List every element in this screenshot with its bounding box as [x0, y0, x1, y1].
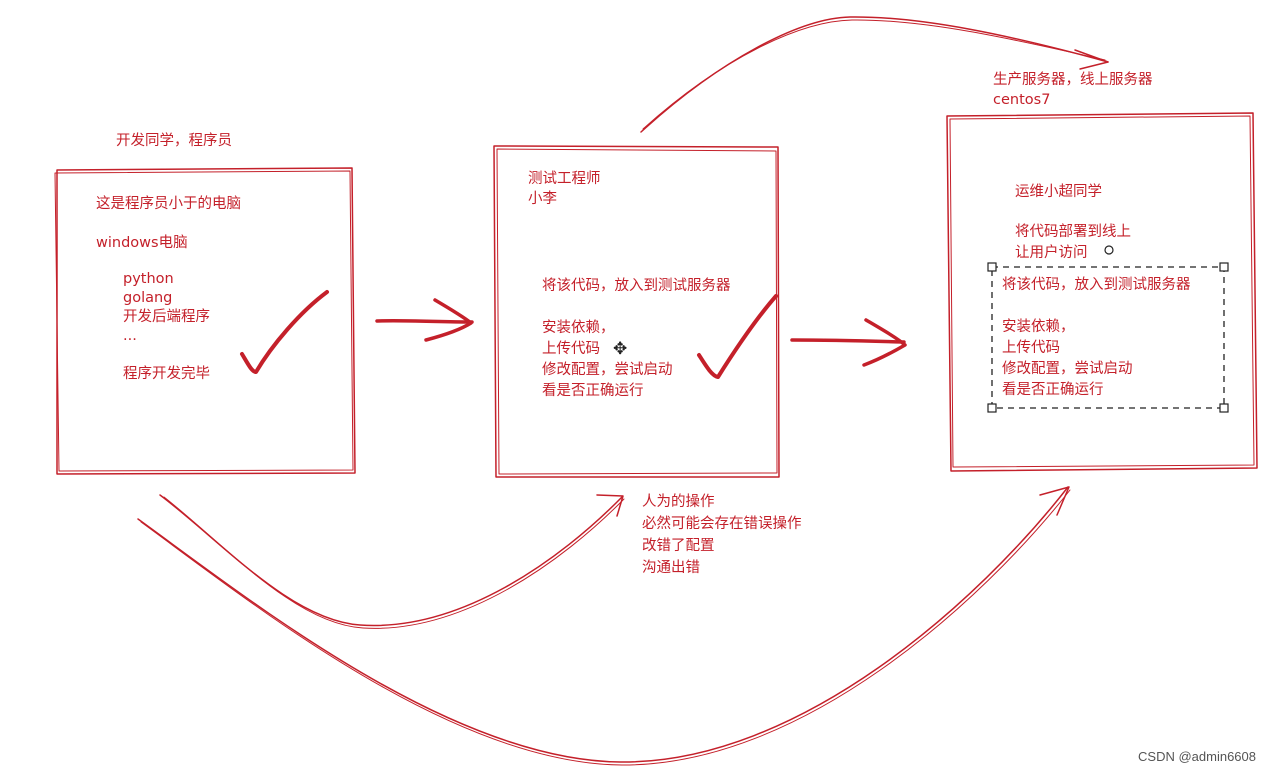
- tester-role-name: 小李: [528, 191, 557, 207]
- watermark: CSDN @admin6608: [1138, 749, 1256, 764]
- developer-box: [54, 167, 356, 475]
- tester-role: 测试工程师 小李: [528, 169, 601, 209]
- note-line: 沟通出错: [642, 560, 700, 576]
- ops-step: 修改配置，尝试启动: [1002, 361, 1133, 377]
- note-line: 人为的操作: [642, 494, 715, 510]
- production-box: [946, 112, 1258, 472]
- developer-line-2: windows电脑: [96, 235, 188, 251]
- ops-step: 看是否正确运行: [1002, 382, 1104, 398]
- note-line: 改错了配置: [642, 538, 715, 554]
- ops-steps: 安装依赖， 上传代码 修改配置，尝试启动 看是否正确运行: [1002, 317, 1133, 401]
- tester-step: 上传代码: [542, 341, 600, 357]
- tester-step-title: 将该代码，放入到测试服务器: [542, 278, 731, 294]
- dev-to-test-arrow: [375, 298, 474, 342]
- developer-box-text: 这是程序员小于的电脑 windows电脑: [96, 194, 241, 254]
- production-caption-line: 生产服务器，线上服务器: [993, 72, 1153, 88]
- tester-box: [493, 145, 780, 478]
- test-to-prod-top-arrow: [640, 16, 1109, 133]
- production-caption-os: centos7: [993, 92, 1051, 108]
- human-error-note: 人为的操作 必然可能会存在错误操作 改错了配置 沟通出错: [642, 491, 802, 579]
- ops-role: 运维小超同学: [1015, 184, 1102, 200]
- developer-line-1: 这是程序员小于的电脑: [96, 196, 241, 212]
- ops-duty-line: 让用户访问: [1015, 245, 1088, 261]
- middle-check-mark: [697, 294, 778, 379]
- tech-item: golang: [123, 290, 173, 306]
- developer-done-text: 程序开发完毕: [123, 366, 210, 382]
- ops-step: 上传代码: [1002, 340, 1060, 356]
- tech-item: python: [123, 271, 174, 287]
- tech-item: ...: [123, 328, 137, 344]
- dev-to-tester-arc-arrow: [159, 494, 625, 629]
- tester-step: 安装依赖，: [542, 320, 615, 336]
- tester-steps: 安装依赖， 上传代码 修改配置，尝试启动 看是否正确运行: [542, 318, 673, 402]
- move-icon[interactable]: ✥: [613, 339, 628, 359]
- dev-to-production-arc-arrow: [137, 486, 1071, 766]
- ops-duty: 将代码部署到线上 让用户访问: [1015, 222, 1131, 264]
- test-to-prod-arrow: [790, 318, 907, 367]
- developer-caption: 开发同学，程序员: [116, 133, 232, 149]
- ops-step-title: 将该代码，放入到测试服务器: [1002, 277, 1191, 293]
- tester-role-title: 测试工程师: [528, 171, 601, 187]
- tech-item: 开发后端程序: [123, 309, 210, 325]
- tester-step: 修改配置，尝试启动: [542, 362, 673, 378]
- note-line: 必然可能会存在错误操作: [642, 516, 802, 532]
- production-caption: 生产服务器，线上服务器 centos7: [993, 70, 1153, 110]
- ops-duty-line: 将代码部署到线上: [1015, 224, 1131, 240]
- developer-tech-list: python golang 开发后端程序 ...: [123, 270, 210, 346]
- selection-frame[interactable]: [987, 245, 1229, 413]
- tester-step: 看是否正确运行: [542, 383, 644, 399]
- left-check-mark: [240, 290, 329, 374]
- ops-step: 安装依赖，: [1002, 319, 1075, 335]
